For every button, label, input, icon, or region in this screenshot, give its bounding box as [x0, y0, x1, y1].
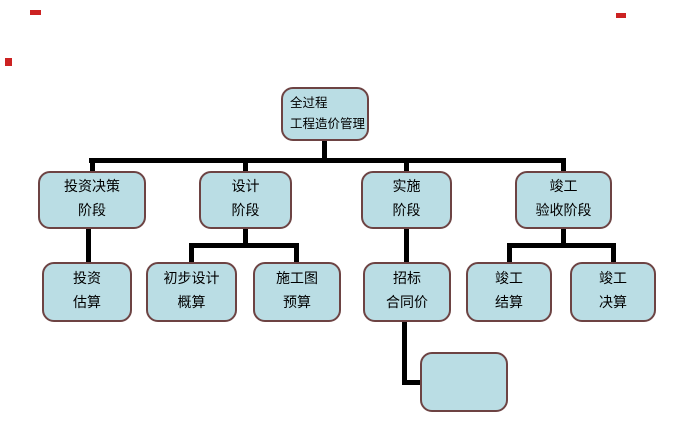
node-construction-drawing-budget: 施工图 预算 [253, 262, 341, 322]
node-label-line1: 全过程 [290, 96, 328, 110]
connector-tender-elbow [402, 380, 421, 385]
connector-drop-design [243, 158, 248, 172]
red-artifact-top-right [616, 13, 626, 18]
node-investment-decision-phase: 投资决策 阶段 [38, 171, 146, 229]
node-label-line1: 初步设计 [163, 272, 220, 287]
node-implementation-phase: 实施 阶段 [361, 171, 452, 229]
connector-drop-implementation [404, 158, 409, 172]
node-tender-contract-price: 招标 合同价 [363, 262, 451, 322]
node-design-phase: 设计 阶段 [199, 171, 292, 229]
connector-drop-final-account [611, 243, 616, 262]
node-label-line1: 招标 [393, 272, 421, 287]
red-artifact-top-left [30, 10, 41, 15]
connector-invest-to-estimate [86, 228, 91, 262]
node-label-line1: 竣工 [549, 180, 578, 195]
node-label-line1: 投资 [73, 272, 101, 287]
node-preliminary-design-estimate: 初步设计 概算 [146, 262, 237, 322]
node-label-line2: 阶段 [78, 204, 106, 219]
connector-implementation-to-tender [404, 228, 409, 262]
node-investment-estimate: 投资 估算 [42, 262, 132, 322]
node-label-line2: 工程造价管理 [290, 117, 366, 131]
node-label-line1: 投资决策 [64, 180, 120, 195]
node-label-line2: 概算 [177, 296, 206, 311]
connector-drop-drawing-budget [294, 243, 299, 262]
connector-drop-completion-acceptance [561, 158, 566, 172]
node-unlabeled [420, 352, 508, 412]
node-label-line2: 阶段 [231, 204, 260, 219]
node-completion-settlement: 竣工 结算 [466, 262, 552, 322]
node-label-line2: 估算 [73, 296, 101, 311]
connector-drop-preliminary-estimate [189, 243, 194, 262]
red-artifact-left [5, 58, 12, 66]
connector-completion-bus [507, 243, 616, 248]
node-label-line1: 设计 [231, 180, 260, 195]
node-label-line2: 合同价 [386, 296, 428, 311]
connector-drop-invest-decision [90, 158, 95, 172]
node-label-line2: 阶段 [392, 204, 421, 219]
node-completion-final-account: 竣工 决算 [570, 262, 656, 322]
node-label-line2: 验收阶段 [535, 204, 592, 219]
connector-drop-settlement [507, 243, 512, 262]
node-completion-acceptance-phase: 竣工 验收阶段 [515, 171, 612, 229]
node-label-line1: 竣工 [495, 272, 523, 287]
node-label-line1: 施工图 [276, 272, 318, 287]
node-label-line2: 结算 [495, 296, 523, 311]
node-whole-process-cost-management: 全过程 工程造价管理 [281, 87, 369, 141]
node-label-line2: 预算 [283, 296, 311, 311]
connector-completion-down [561, 228, 566, 248]
node-label-line2: 决算 [599, 296, 627, 311]
node-label-line1: 竣工 [599, 272, 627, 287]
connector-design-bus [189, 243, 299, 248]
node-label-line1: 实施 [392, 180, 421, 195]
connector-design-down [243, 228, 248, 248]
connector-root-down [322, 140, 327, 163]
connector-tender-down [402, 321, 407, 385]
connector-level2-bus [89, 158, 566, 163]
